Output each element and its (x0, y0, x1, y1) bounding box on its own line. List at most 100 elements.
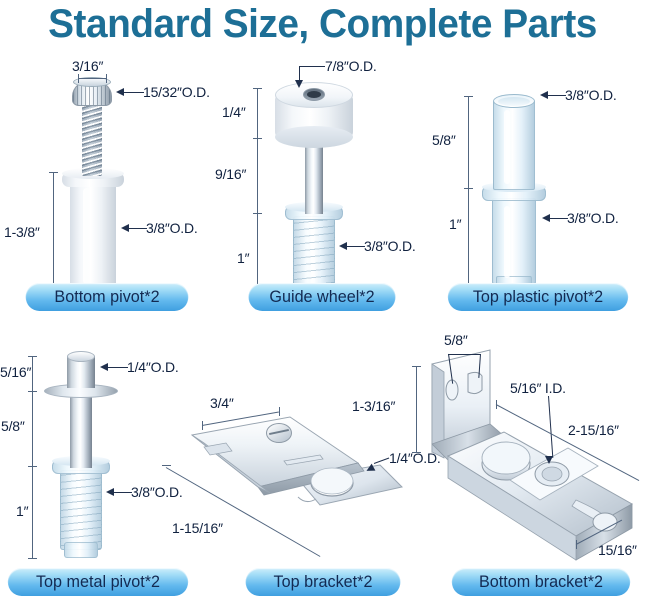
tick (253, 88, 262, 89)
leader-7-8 (299, 66, 325, 67)
arrow-5-16 (545, 456, 553, 464)
dim-guide-wheel-1in: 1″ (237, 250, 250, 266)
arrow-3-8-low (542, 214, 550, 222)
arrow-3-8 (121, 224, 129, 232)
dim-top-metal-1-4: 1/4″O.D. (127, 359, 179, 375)
part-label-guide-wheel[interactable]: Guide wheel*2 (248, 283, 396, 311)
part-cell-bottom-pivot: 3/16″ 15/32″O.D. 3/8″O.D. 1-3/8″ (0, 58, 215, 310)
socket-hole (307, 91, 321, 98)
tick (576, 540, 577, 549)
sleeve-tip (64, 542, 98, 558)
steel-shank (70, 390, 92, 468)
part-cell-guide-wheel: 7/8″O.D. 1/4″ 9/16″ 1″ 3/8″O.D. (215, 58, 430, 310)
arrow-3-8-top (540, 91, 548, 99)
tick (28, 391, 37, 392)
dim-bottom-pivot-3-16: 3/16″ (72, 58, 104, 74)
tick (28, 466, 37, 467)
dim-bottom-bracket-5-16: 5/16″ I.D. (510, 380, 566, 396)
leader-15-32 (124, 92, 144, 93)
tick (78, 74, 79, 83)
tick (253, 213, 262, 214)
threaded-shaft (82, 100, 102, 176)
dim-bottom-pivot-15-32: 15/32″O.D. (143, 84, 210, 100)
dim-top-metal-1in: 1″ (16, 503, 29, 519)
dim-top-metal-5-16: 5/16″ (0, 364, 32, 380)
dim-rule-chain (257, 88, 258, 306)
tick (496, 400, 497, 409)
dim-top-bracket-3-4: 3/4″ (210, 395, 234, 411)
tube-bore (498, 97, 530, 106)
tick (202, 421, 203, 430)
roller-top (275, 82, 353, 108)
part-cell-top-metal-pivot: 1/4″O.D. 5/16″ 5/8″ 1″ 3/8″O.D. (0, 348, 215, 563)
part-label-top-plastic-pivot[interactable]: Top plastic pivot*2 (447, 283, 629, 311)
dim-bottom-bracket-15-16: 15/16″ (598, 542, 637, 558)
tick (412, 452, 421, 453)
ribbed-sleeve (60, 470, 102, 550)
leader-3-8-low (550, 218, 568, 219)
bracket-plate-group (180, 395, 420, 545)
bottom-bracket-svg (431, 349, 634, 561)
pin-top (67, 351, 95, 362)
arrow-3-8 (106, 488, 114, 496)
arrow-3-8 (339, 242, 347, 250)
tube-highlight (504, 206, 510, 278)
pivot-body (70, 180, 116, 288)
tick (106, 74, 107, 83)
page-title: Standard Size, Complete Parts (48, 2, 597, 46)
part-label-bottom-bracket[interactable]: Bottom bracket*2 (451, 568, 631, 596)
bracket-svg (190, 416, 403, 506)
tick (253, 138, 262, 139)
dim-rule-3-16 (78, 78, 106, 79)
bottom-bracket-illustration (400, 332, 645, 569)
leader-1-4 (108, 367, 128, 368)
steel-shaft (305, 136, 323, 214)
dim-bottom-bracket-1-3-16-label: 1-3/16″ (352, 398, 396, 414)
arrow-15-32 (116, 88, 124, 96)
roller-bottom (275, 126, 353, 148)
cap-top (73, 77, 111, 87)
leader-7-8-v (299, 66, 300, 81)
tick (28, 558, 37, 559)
upper-highlight (504, 110, 510, 184)
dim-rule-1-3-16 (416, 366, 417, 452)
body-highlight (83, 188, 90, 284)
lower-tube (492, 198, 536, 284)
tick (412, 366, 421, 367)
part-label-bottom-pivot[interactable]: Bottom pivot*2 (25, 283, 189, 311)
dim-top-bracket-1-4: 1/4″O.D. (389, 450, 441, 466)
dim-top-metal-3-8: 3/8″O.D. (131, 484, 183, 500)
dim-guide-wheel-1-4: 1/4″ (222, 104, 246, 120)
dim-top-plastic-3-8-top: 3/8″O.D. (565, 87, 617, 103)
part-cell-bottom-bracket: 5/8″ 1-3/16″ 5/16″ I.D. 2-15/16″ 15/16″ (352, 332, 645, 564)
arrow-1-4 (100, 363, 108, 371)
dim-guide-wheel-9-16: 9/16″ (215, 166, 247, 182)
leader-3-8 (347, 246, 365, 247)
dim-top-bracket-1-15-16: 1-15/16″ (172, 520, 223, 536)
dim-bottom-bracket-5-8: 5/8″ (444, 332, 468, 348)
part-label-top-metal-pivot[interactable]: Top metal pivot*2 (7, 568, 189, 596)
arrow-7-8 (295, 80, 303, 88)
dim-top-plastic-5-8: 5/8″ (432, 132, 456, 148)
dim-bottom-pivot-1-3-8: 1-3/8″ (4, 224, 40, 240)
tick (279, 407, 280, 416)
tick (464, 188, 473, 189)
leader-3-8-top (548, 95, 566, 96)
upper-tube (493, 100, 535, 190)
dim-guide-wheel-7-8: 7/8″O.D. (325, 58, 377, 74)
tick (28, 356, 37, 357)
part-label-top-bracket[interactable]: Top bracket*2 (245, 568, 401, 596)
dim-bottom-pivot-3-8: 3/8″O.D. (146, 220, 198, 236)
tick (49, 172, 58, 173)
dim-top-plastic-1in: 1″ (449, 216, 462, 232)
dim-guide-wheel-3-8: 3/8″O.D. (364, 238, 416, 254)
tick (464, 96, 473, 97)
dim-rule-chain (468, 96, 469, 292)
dim-top-plastic-3-8-low: 3/8″O.D. (567, 210, 619, 226)
dim-bottom-bracket-2-15-16: 2-15/16″ (568, 422, 619, 438)
dim-rule-1-3-8 (53, 172, 54, 294)
spacing-rule (448, 354, 480, 355)
part-cell-top-bracket: 3/4″ 1-15/16″ 1/4″O.D. (162, 395, 441, 565)
dim-top-metal-5-8: 5/8″ (1, 418, 25, 434)
